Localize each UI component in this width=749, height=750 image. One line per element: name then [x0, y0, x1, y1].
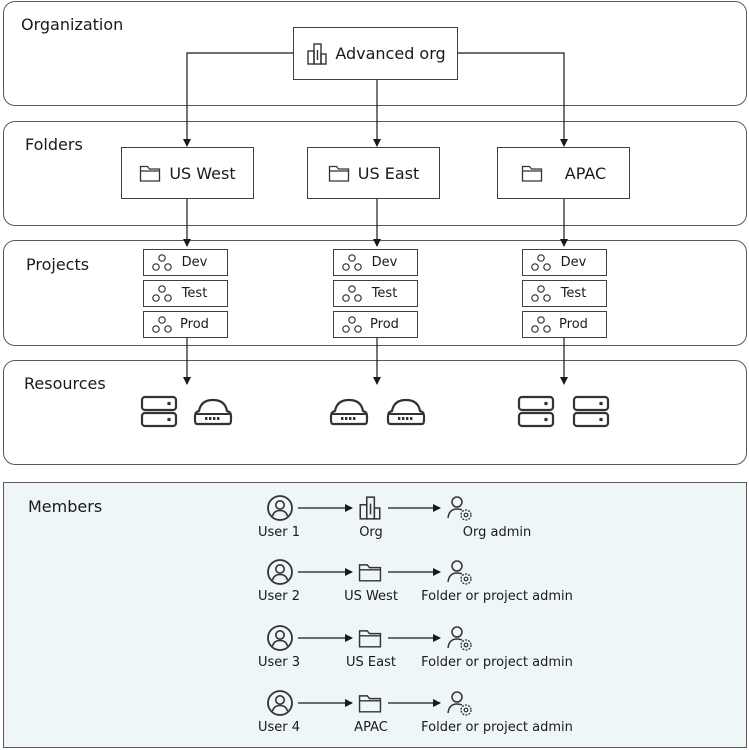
project-node: Prod: [333, 311, 418, 338]
project-node: Dev: [143, 249, 228, 276]
folder-node-apac: APAC: [497, 147, 630, 199]
folder-name: US East: [357, 163, 420, 183]
project-node: Prod: [143, 311, 228, 338]
member-role-label: Org admin: [462, 525, 532, 540]
cloud-drive-icon: [193, 398, 233, 426]
project-icon: [342, 284, 362, 302]
server-icon: [517, 395, 555, 428]
folder-node-us-east: US East: [307, 147, 440, 199]
org-name: Advanced org: [335, 44, 446, 63]
projects-layer-label: Projects: [26, 255, 90, 274]
project-label: Prod: [180, 317, 209, 332]
folder-icon: [358, 695, 382, 713]
project-node: Test: [522, 280, 607, 307]
organization-layer-label: Organization: [21, 15, 124, 34]
building-icon: [307, 42, 328, 65]
project-label: Dev: [181, 255, 208, 270]
folders-layer-label: Folders: [25, 135, 83, 154]
members-panel: Members: [3, 482, 747, 748]
admin-role-icon: [447, 496, 472, 521]
folder-icon: [328, 165, 349, 182]
project-label: Dev: [560, 255, 587, 270]
user-icon: [267, 625, 293, 651]
member-scope-label: APAC: [354, 720, 388, 735]
folder-icon: [140, 165, 161, 182]
member-role-label: Folder or project admin: [421, 655, 573, 670]
project-label: Dev: [371, 255, 398, 270]
project-icon: [152, 284, 172, 302]
project-node: Test: [333, 280, 418, 307]
project-icon: [531, 253, 551, 271]
project-node: Dev: [522, 249, 607, 276]
member-scope-label: Org: [359, 525, 383, 540]
admin-role-icon: [447, 560, 472, 585]
member-user-label: User 1: [257, 525, 301, 540]
members-layer-label: Members: [28, 497, 103, 516]
org-node: Advanced org: [293, 27, 458, 80]
resources-layer-label: Resources: [24, 374, 106, 393]
project-label: Test: [560, 286, 587, 301]
member-scope-label: US East: [346, 655, 396, 670]
project-label: Prod: [559, 317, 588, 332]
project-node: Prod: [522, 311, 607, 338]
user-icon: [267, 495, 293, 521]
member-user-label: User 3: [257, 655, 301, 670]
resources-band: [3, 360, 747, 465]
admin-role-icon: [447, 626, 472, 651]
admin-role-icon: [447, 691, 472, 716]
project-node: Test: [143, 280, 228, 307]
cloud-drive-icon: [329, 398, 369, 426]
folder-icon: [521, 165, 542, 182]
folder-icon: [358, 564, 382, 582]
member-user-label: User 2: [257, 589, 301, 604]
project-icon: [152, 315, 172, 333]
member-user-label: User 4: [257, 720, 301, 735]
building-icon: [359, 496, 381, 520]
project-icon: [342, 315, 362, 333]
user-icon: [267, 559, 293, 585]
folder-name: US West: [169, 163, 236, 183]
project-icon: [531, 284, 551, 302]
cloud-drive-icon: [386, 398, 426, 426]
server-icon: [572, 395, 610, 428]
server-icon: [140, 395, 178, 428]
member-role-label: Folder or project admin: [421, 720, 573, 735]
project-icon: [342, 253, 362, 271]
folder-icon: [358, 630, 382, 648]
project-node: Dev: [333, 249, 418, 276]
project-label: Test: [181, 286, 208, 301]
user-icon: [267, 690, 293, 716]
member-role-label: Folder or project admin: [421, 589, 573, 604]
project-label: Test: [371, 286, 398, 301]
project-label: Prod: [370, 317, 399, 332]
project-icon: [152, 253, 172, 271]
project-icon: [531, 315, 551, 333]
member-scope-label: US West: [344, 589, 398, 604]
folder-name: APAC: [564, 163, 607, 183]
folder-node-us-west: US West: [121, 147, 254, 199]
